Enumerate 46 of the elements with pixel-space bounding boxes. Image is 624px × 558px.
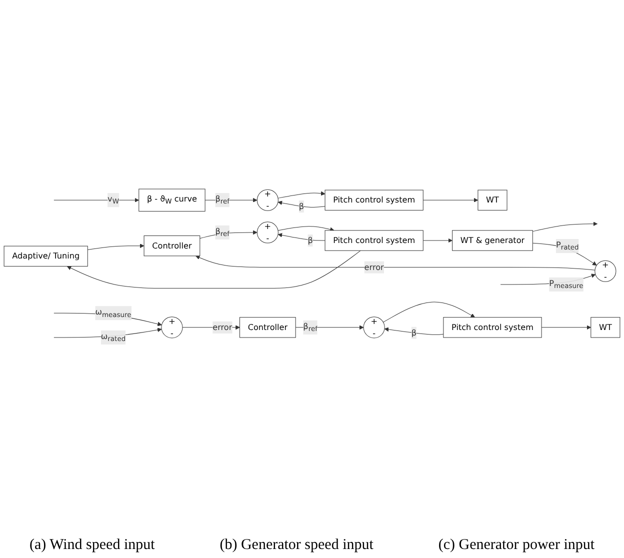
node-box: Controller (240, 317, 296, 338)
arrow (541, 325, 592, 330)
arrow (278, 200, 326, 208)
node-circle: + - (594, 260, 616, 282)
arrow (87, 244, 144, 250)
node-box: Controller (144, 236, 200, 256)
node-circle: + - (161, 316, 183, 338)
edge-label: β$_{ref}$ (303, 322, 318, 334)
caption: (c) Generator power input (438, 537, 595, 554)
edge-label: β$_{ref}$ (215, 194, 230, 206)
node-box: Adaptive/ Tuning (4, 246, 88, 267)
edge-label: P$_{rated}$ (556, 240, 579, 252)
caption: (a) Wind speed input (29, 537, 155, 554)
node-circle: + - (256, 190, 278, 212)
edge-label: ω$_{rated}$ (100, 332, 126, 344)
arrow (278, 226, 334, 232)
arrow (196, 256, 596, 271)
node-box: Pitch control system (324, 230, 424, 252)
arrow (422, 198, 478, 203)
arrow (66, 250, 361, 289)
node-box: WT (590, 317, 620, 338)
edge-label: v$_{W}$ (108, 194, 119, 206)
node-box: β - ϑ$_{W}$ curve (138, 188, 206, 212)
node-box: Pitch control system (324, 190, 424, 211)
edge-label: error (364, 262, 384, 272)
edge-label: P$_{measure}$ (549, 278, 584, 290)
arrow (382, 302, 476, 323)
node-circle: + - (363, 316, 385, 338)
arrow (278, 233, 326, 241)
edge-label: β$_{ref}$ (215, 226, 230, 238)
node-box: WT (478, 190, 508, 211)
edge-label: β (308, 236, 313, 246)
edge-label: β (298, 202, 304, 212)
arrow (278, 191, 326, 199)
arrow (384, 327, 444, 336)
node-circle: + - (256, 222, 278, 244)
edge-label: ω$_{measure}$ (95, 307, 132, 319)
node-box: Pitch control system (443, 317, 542, 338)
edge-label: β (411, 328, 417, 338)
edge-label: error (212, 322, 232, 332)
arrow (200, 230, 258, 239)
arrow (532, 243, 597, 266)
arrow (422, 238, 452, 243)
node-box: WT & generator (452, 230, 533, 252)
caption: (b) Generator speed input (220, 537, 374, 554)
arrow (532, 222, 598, 232)
